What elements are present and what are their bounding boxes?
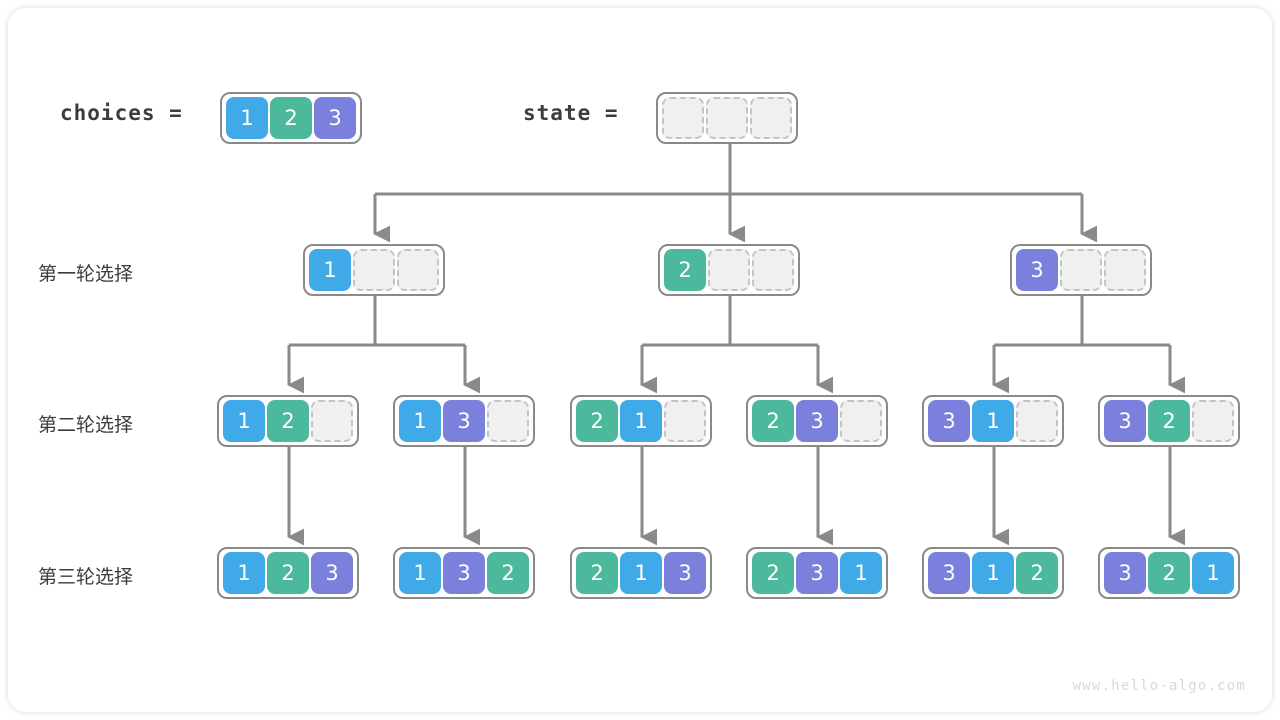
array-cell-value: 3	[928, 552, 970, 594]
array-cell-empty	[1060, 249, 1102, 291]
array-cell-value: 1	[840, 552, 882, 594]
array-cell-value: 3	[443, 552, 485, 594]
array-cell-value: 3	[796, 400, 838, 442]
array-cell-value: 3	[443, 400, 485, 442]
watermark: www.hello-algo.com	[1072, 678, 1246, 694]
array-cell-empty	[1016, 400, 1058, 442]
array-cell-empty	[706, 97, 748, 139]
round1-node-3: 3	[1010, 244, 1152, 296]
array-cell-value: 2	[752, 552, 794, 594]
array-cell-empty	[311, 400, 353, 442]
array-cell-empty	[353, 249, 395, 291]
array-cell-value: 1	[223, 552, 265, 594]
array-cell-value: 1	[399, 400, 441, 442]
state-label: state =	[523, 101, 619, 125]
round3-label: 第三轮选择	[38, 566, 134, 588]
array-cell-value: 1	[226, 97, 268, 139]
array-cell-value: 2	[1148, 400, 1190, 442]
array-cell-empty	[840, 400, 882, 442]
array-cell-value: 1	[309, 249, 351, 291]
array-cell-value: 3	[1104, 552, 1146, 594]
array-cell-value: 3	[1104, 400, 1146, 442]
array-cell-value: 1	[399, 552, 441, 594]
array-cell-value: 1	[972, 552, 1014, 594]
round1-label: 第一轮选择	[38, 263, 134, 285]
round1-node-1: 1	[303, 244, 445, 296]
state-array	[656, 92, 798, 144]
array-cell-value: 1	[620, 400, 662, 442]
array-cell-value: 2	[267, 552, 309, 594]
array-cell-value: 1	[972, 400, 1014, 442]
round1-node-2: 2	[658, 244, 800, 296]
array-cell-value: 3	[311, 552, 353, 594]
array-cell-value: 3	[796, 552, 838, 594]
array-cell-value: 2	[1016, 552, 1058, 594]
array-cell-empty	[397, 249, 439, 291]
array-cell-value: 2	[664, 249, 706, 291]
array-cell-empty	[708, 249, 750, 291]
array-cell-empty	[487, 400, 529, 442]
choices-label: choices =	[60, 101, 183, 125]
array-cell-empty	[1104, 249, 1146, 291]
array-cell-value: 3	[1016, 249, 1058, 291]
array-cell-empty	[664, 400, 706, 442]
connector-layer	[287, 140, 1185, 546]
array-cell-empty	[662, 97, 704, 139]
array-cell-empty	[752, 249, 794, 291]
array-cell-value: 2	[752, 400, 794, 442]
array-cell-value: 2	[267, 400, 309, 442]
array-cell-empty	[1192, 400, 1234, 442]
array-cell-empty	[750, 97, 792, 139]
array-cell-value: 2	[576, 400, 618, 442]
array-cell-value: 3	[664, 552, 706, 594]
round2-label: 第二轮选择	[38, 414, 134, 436]
array-cell-value: 1	[223, 400, 265, 442]
array-cell-value: 2	[270, 97, 312, 139]
array-cell-value: 3	[314, 97, 356, 139]
array-cell-value: 2	[576, 552, 618, 594]
array-cell-value: 1	[1192, 552, 1234, 594]
array-cell-value: 1	[620, 552, 662, 594]
array-cell-value: 2	[487, 552, 529, 594]
array-cell-value: 3	[928, 400, 970, 442]
array-cell-value: 2	[1148, 552, 1190, 594]
